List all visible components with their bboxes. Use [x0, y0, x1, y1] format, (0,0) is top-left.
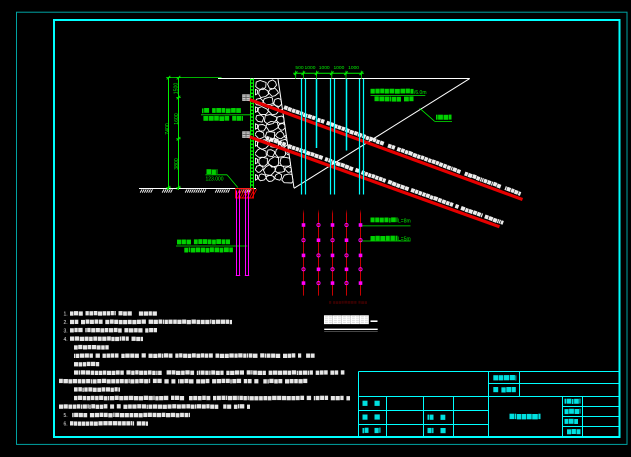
svg-text:4.: 4. [64, 337, 68, 343]
svg-text:1000: 1000 [348, 65, 359, 71]
svg-text:5.: 5. [64, 413, 68, 419]
svg-text:1600: 1600 [174, 113, 180, 125]
svg-text:L=8m: L=8m [398, 219, 411, 225]
svg-text:3.: 3. [64, 328, 68, 334]
svg-text:1000: 1000 [333, 65, 344, 71]
svg-text:500: 500 [295, 65, 303, 71]
svg-text:/6.0m: /6.0m [414, 90, 427, 96]
svg-text:123.000: 123.000 [206, 176, 224, 182]
svg-text:1000: 1000 [319, 65, 330, 71]
svg-text:1500: 1500 [174, 83, 180, 95]
svg-text:1.: 1. [64, 311, 68, 317]
svg-text:L=5m: L=5m [398, 237, 411, 243]
svg-text:1000: 1000 [305, 65, 316, 71]
svg-text:2.: 2. [64, 320, 68, 326]
svg-text:3800: 3800 [174, 158, 180, 170]
svg-text:7400: 7400 [165, 123, 171, 135]
svg-text:6.: 6. [64, 422, 68, 428]
